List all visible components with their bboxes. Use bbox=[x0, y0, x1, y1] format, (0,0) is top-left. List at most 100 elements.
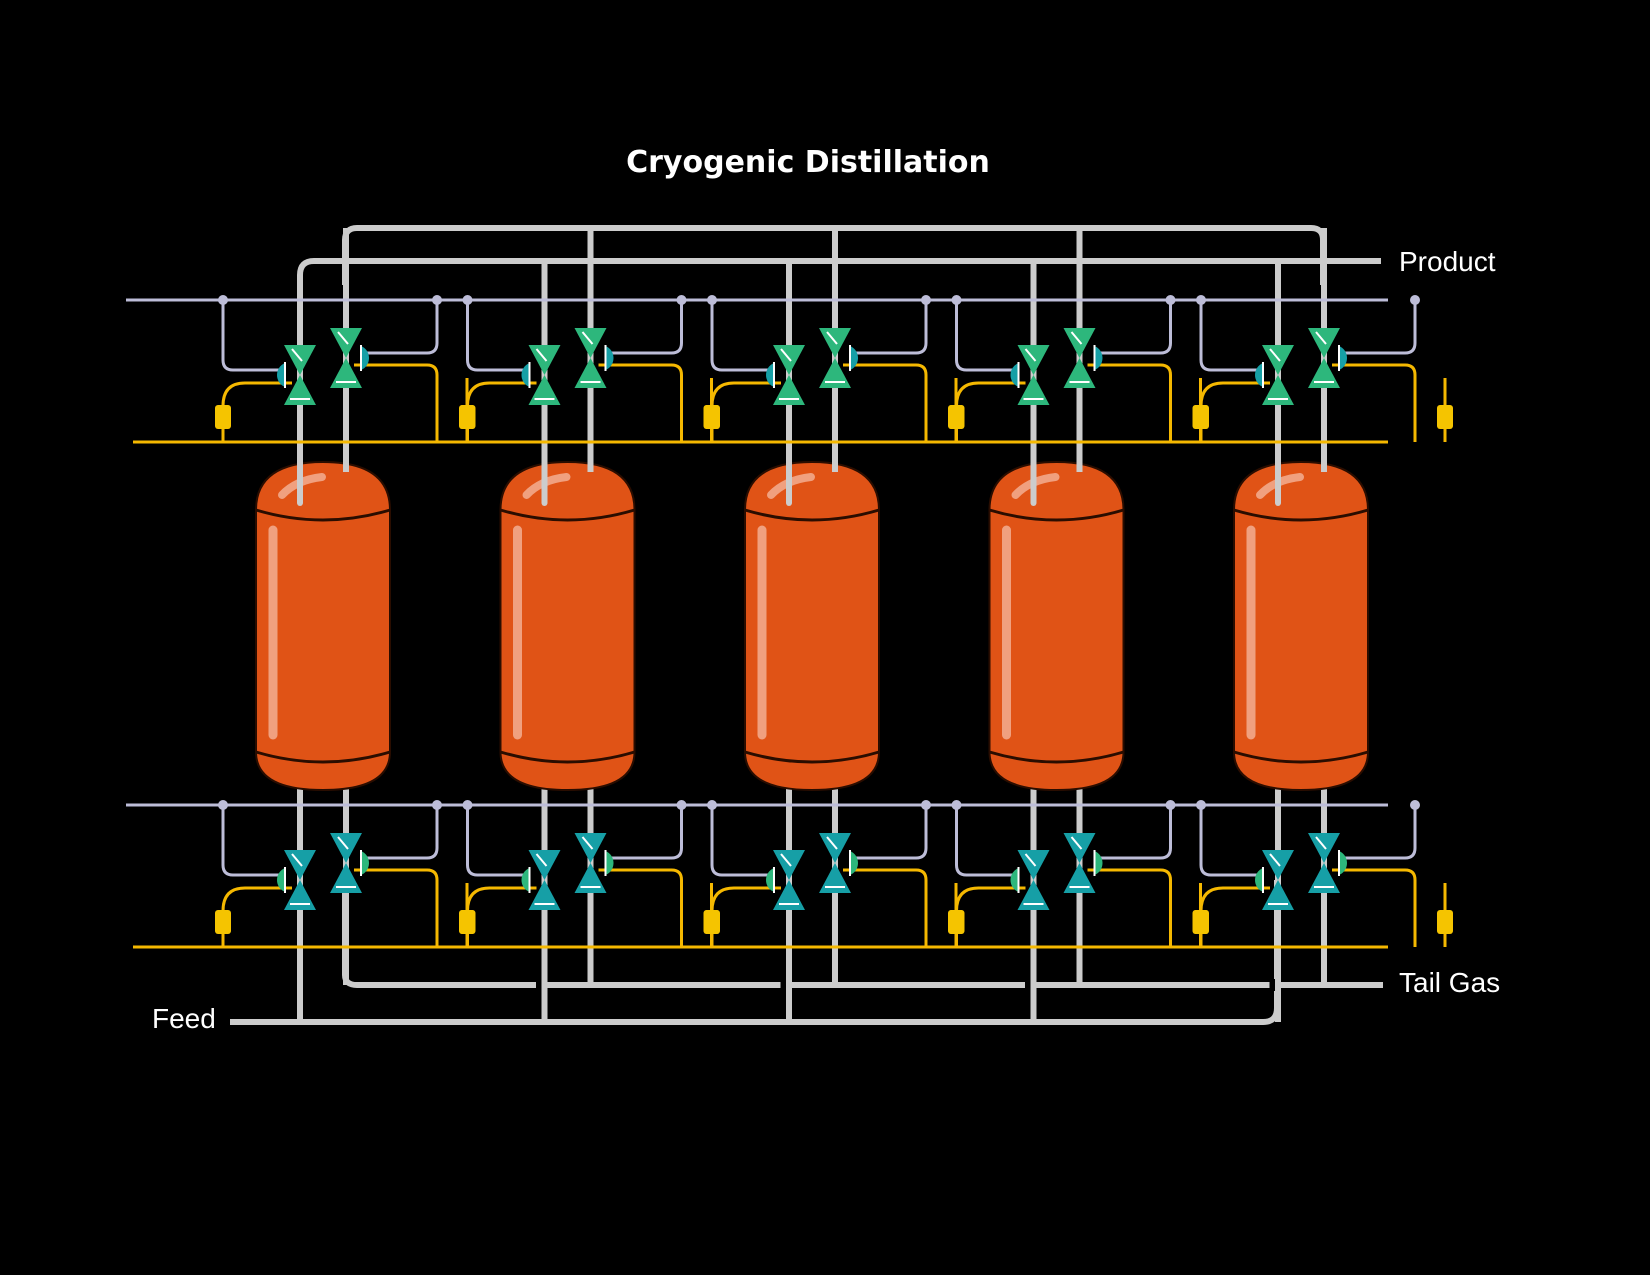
signal-wire-right bbox=[1332, 363, 1417, 442]
tail-gas-label: Tail Gas bbox=[1399, 967, 1500, 998]
instrument-tap-dot bbox=[218, 800, 228, 810]
instrument-tap-dot bbox=[432, 295, 442, 305]
valve-actuator bbox=[361, 851, 369, 875]
vessel-top-seam bbox=[255, 508, 391, 522]
valve-actuator bbox=[766, 868, 774, 892]
pipe-crossing-gap bbox=[1025, 979, 1035, 991]
valve-lower-wedge bbox=[1308, 863, 1340, 893]
valve-flow-mark bbox=[535, 853, 548, 867]
top-left-valve bbox=[1255, 345, 1294, 405]
feed-label: Feed bbox=[152, 1003, 216, 1034]
signal-wire-right bbox=[843, 363, 928, 442]
valve-lower-wedge bbox=[330, 358, 362, 388]
valve-flow-mark bbox=[1070, 836, 1083, 850]
pipe-end-cap bbox=[297, 500, 303, 506]
signal-wire-right bbox=[1332, 868, 1417, 947]
actuator-box bbox=[704, 910, 720, 934]
top-left-valve bbox=[766, 345, 805, 405]
valve-actuator bbox=[1255, 363, 1263, 387]
instrument-tap-dot bbox=[1196, 800, 1206, 810]
instrument-drop-left bbox=[1199, 300, 1258, 372]
valve-lower-wedge bbox=[1063, 863, 1096, 893]
valve-lower-wedge bbox=[819, 358, 851, 388]
actuator-box bbox=[704, 405, 720, 429]
valve-actuator bbox=[521, 868, 530, 892]
distillation-vessel bbox=[255, 460, 391, 792]
distillation-vessel bbox=[744, 460, 880, 792]
instrument-drop-right bbox=[366, 300, 439, 355]
actuator-box bbox=[948, 405, 965, 429]
instrument-drop-right bbox=[610, 805, 683, 860]
valve-actuator bbox=[277, 363, 285, 387]
vessel-bottom-seam bbox=[744, 750, 880, 764]
instrument-tap-dot bbox=[951, 800, 962, 810]
instrument-tap-dot bbox=[1410, 295, 1420, 305]
distillation-vessel bbox=[1233, 460, 1369, 792]
top-left-valve bbox=[521, 345, 561, 405]
instrument-drop-left bbox=[955, 805, 1014, 877]
actuator-box bbox=[1437, 405, 1453, 429]
signal-wire-right bbox=[843, 868, 928, 947]
valve-lower-wedge bbox=[284, 375, 316, 405]
pipe-end-cap bbox=[1030, 500, 1037, 506]
valve-actuator bbox=[1255, 868, 1263, 892]
valve-flow-mark bbox=[291, 853, 303, 867]
valve-actuator bbox=[521, 363, 530, 387]
instrument-tap-dot bbox=[1196, 295, 1206, 305]
top-left-valve bbox=[1010, 345, 1050, 405]
valve-lower-wedge bbox=[1308, 358, 1340, 388]
bottom-left-valve bbox=[1255, 850, 1294, 910]
instrument-tap-dot bbox=[921, 295, 931, 305]
valve-flow-mark bbox=[1024, 853, 1037, 867]
vessel-top-seam bbox=[744, 508, 880, 522]
actuator-box bbox=[215, 910, 231, 934]
instrument-drop-left bbox=[221, 300, 280, 372]
instrument-drop-left bbox=[710, 300, 769, 372]
valve-actuator bbox=[1339, 851, 1348, 875]
vessel-top-seam bbox=[1233, 508, 1369, 522]
bottom-right-valve bbox=[819, 833, 859, 893]
valve-flow-mark bbox=[826, 836, 838, 850]
distillation-vessel bbox=[988, 460, 1125, 792]
top-right-valve bbox=[574, 328, 614, 388]
instrument-drop-left bbox=[466, 805, 525, 877]
valve-flow-mark bbox=[581, 836, 594, 850]
valve-actuator bbox=[766, 363, 774, 387]
instrument-drop-right bbox=[610, 300, 683, 355]
valve-lower-wedge bbox=[773, 375, 805, 405]
instrument-tap-dot bbox=[676, 295, 687, 305]
bottom-left-valve bbox=[766, 850, 805, 910]
instrument-tap-dot bbox=[462, 295, 473, 305]
pipe-crossing-gap bbox=[780, 979, 791, 991]
instrument-drop-right bbox=[366, 805, 439, 860]
valve-lower-wedge bbox=[819, 863, 851, 893]
distillation-vessel bbox=[499, 460, 636, 792]
instrument-lines bbox=[126, 295, 1420, 877]
instrument-tap-dot bbox=[462, 800, 473, 810]
vessel-bottom-seam bbox=[1233, 750, 1369, 764]
valve-lower-wedge bbox=[1017, 375, 1050, 405]
top-right-valve bbox=[1063, 328, 1103, 388]
valve-lower-wedge bbox=[1262, 375, 1294, 405]
instrument-tap-dot bbox=[707, 800, 717, 810]
valve-flow-mark bbox=[1024, 348, 1037, 362]
valve-flow-mark bbox=[291, 348, 303, 362]
vessels bbox=[255, 460, 1369, 792]
valve-lower-wedge bbox=[284, 880, 316, 910]
instrument-tap-dot bbox=[1165, 295, 1176, 305]
instrument-drop-right bbox=[855, 805, 928, 860]
product-header-pipe bbox=[297, 258, 1381, 478]
top-right-valve bbox=[1308, 328, 1348, 388]
signal-wire-right bbox=[1087, 363, 1172, 442]
instrument-drop-left bbox=[1199, 805, 1258, 877]
signal-wire-right bbox=[1087, 868, 1172, 947]
valve-lower-wedge bbox=[1262, 880, 1294, 910]
instrument-tap-dot bbox=[432, 800, 442, 810]
valve-lower-wedge bbox=[773, 880, 805, 910]
instrument-tap-dot bbox=[707, 295, 717, 305]
valve-lower-wedge bbox=[330, 863, 362, 893]
bottom-left-valve bbox=[1010, 850, 1050, 910]
valve-actuator bbox=[1094, 851, 1103, 875]
bottom-left-valve bbox=[521, 850, 561, 910]
